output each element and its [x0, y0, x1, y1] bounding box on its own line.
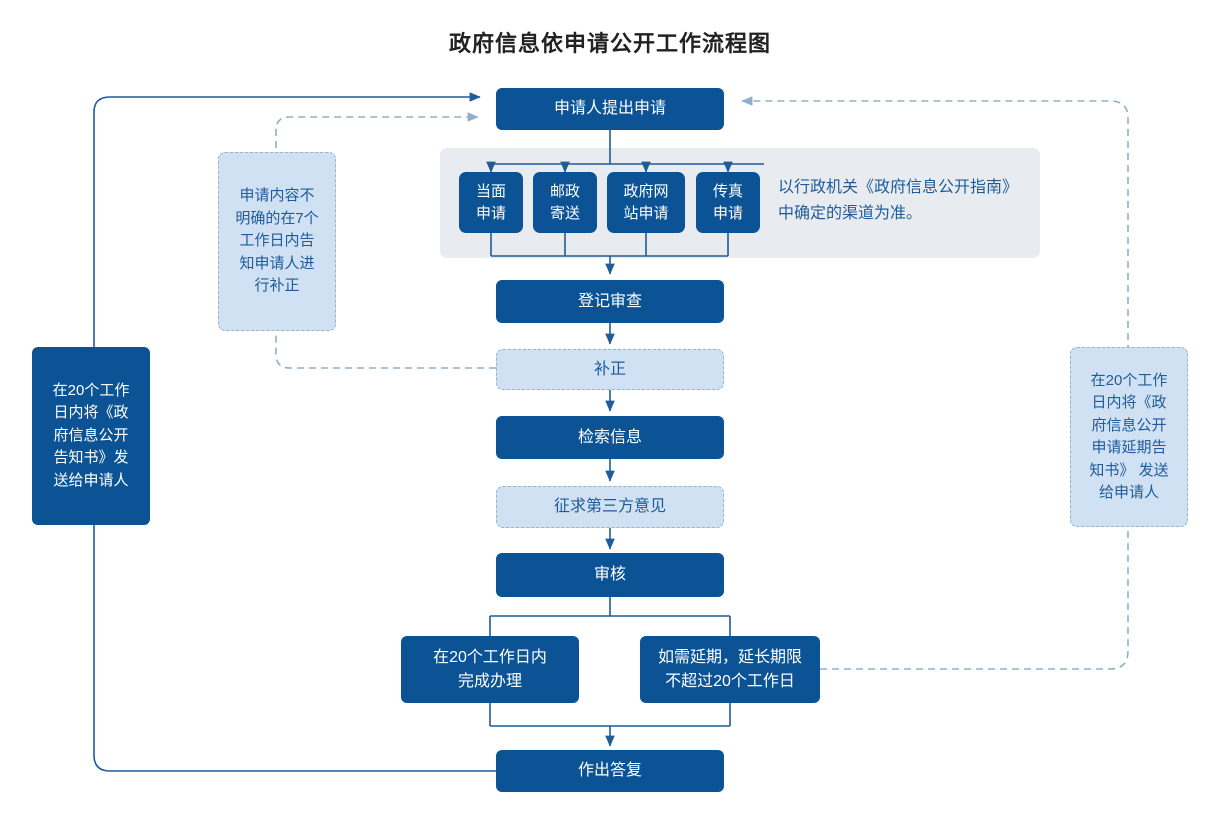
node-right-notice-extension-label: 在20个工作 日内将《政 府信息公开 申请延期告 知书》 发送 给申请人: [1089, 371, 1169, 502]
node-left-notice-disclosure[interactable]: 在20个工作 日内将《政 府信息公开 告知书》发 送给申请人: [32, 347, 150, 525]
node-retrieve-info[interactable]: 检索信息: [496, 416, 724, 459]
channel-note-text: 以行政机关《政府信息公开指南》 中确定的渠道为准。: [778, 179, 1019, 222]
node-channel-fax-label: 传真 申请: [712, 182, 743, 222]
node-left-notice-disclosure-label: 在20个工作 日内将《政 府信息公开 告知书》发 送给申请人: [52, 381, 130, 489]
node-start-label: 申请人提出申请: [553, 100, 666, 117]
node-channel-postal-label: 邮政 寄送: [549, 182, 580, 222]
node-retrieve-info-label: 检索信息: [577, 428, 642, 446]
node-channel-in-person[interactable]: 当面 申请: [459, 172, 523, 233]
page-title: 政府信息依申请公开工作流程图: [448, 31, 771, 56]
node-audit-label: 审核: [593, 566, 626, 583]
node-audit[interactable]: 审核: [496, 553, 724, 597]
node-extension[interactable]: 如需延期，延长期限 不超过20个工作日: [640, 636, 820, 703]
node-complete-within-20-days-label: 在20个工作日内 完成办理: [433, 648, 547, 690]
node-complete-within-20-days[interactable]: 在20个工作日内 完成办理: [401, 636, 579, 703]
node-supplement[interactable]: 补正: [496, 349, 724, 390]
node-left-note-unclear-application-label: 申请内容不 明确的在7个 工作日内告 知申请人进 行补正: [235, 187, 319, 295]
node-extension-label: 如需延期，延长期限 不超过20个工作日: [657, 648, 802, 690]
node-channel-fax[interactable]: 传真 申请: [696, 172, 760, 233]
node-channel-in-person-label: 当面 申请: [475, 182, 506, 222]
node-third-party-opinion[interactable]: 征求第三方意见: [496, 486, 724, 528]
node-third-party-opinion-label: 征求第三方意见: [553, 498, 666, 515]
node-channel-website-label: 政府网 站申请: [623, 182, 669, 222]
node-left-note-unclear-application[interactable]: 申请内容不 明确的在7个 工作日内告 知申请人进 行补正: [218, 152, 336, 331]
node-reply-label: 作出答复: [577, 762, 642, 779]
node-registration-review[interactable]: 登记审查: [496, 280, 724, 323]
node-registration-review-label: 登记审查: [577, 292, 642, 310]
node-channel-website[interactable]: 政府网 站申请: [607, 172, 685, 233]
node-start[interactable]: 申请人提出申请: [496, 88, 724, 130]
node-reply[interactable]: 作出答复: [496, 750, 724, 792]
node-supplement-label: 补正: [593, 360, 626, 378]
node-channel-postal[interactable]: 邮政 寄送: [533, 172, 597, 233]
node-right-notice-extension[interactable]: 在20个工作 日内将《政 府信息公开 申请延期告 知书》 发送 给申请人: [1070, 347, 1188, 527]
